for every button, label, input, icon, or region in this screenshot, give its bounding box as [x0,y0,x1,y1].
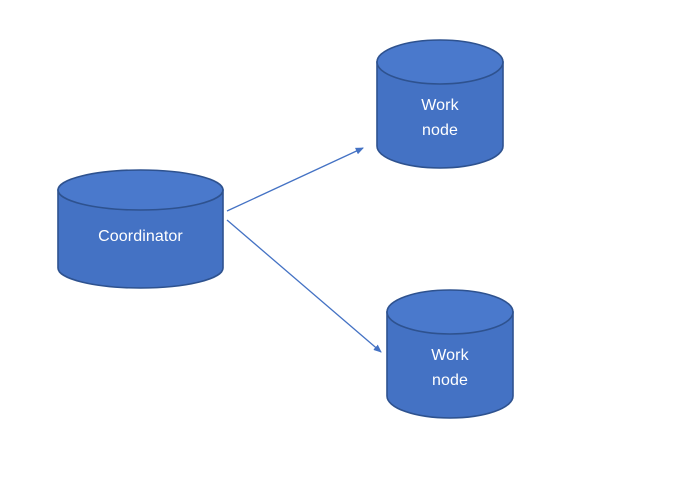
connector-line [226,147,364,212]
node-coordinator[interactable] [57,169,224,289]
cylinder-top [57,169,224,211]
cylinder-top [386,289,514,335]
cylinder-body [376,61,504,169]
connector-coordinator-to-work-node-1[interactable] [226,147,364,212]
cylinder-body [57,189,224,289]
connector-coordinator-to-work-node-2[interactable] [226,219,382,353]
cylinder-top [376,39,504,85]
node-work-node-1[interactable] [376,39,504,169]
cylinder-body [386,311,514,419]
node-work-node-2[interactable] [386,289,514,419]
connector-line [226,219,382,353]
